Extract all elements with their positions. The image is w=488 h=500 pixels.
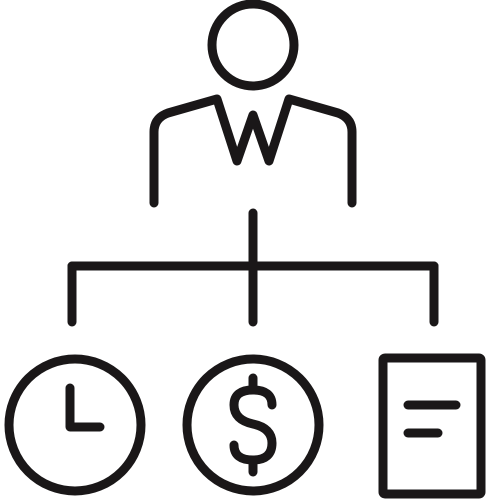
hierarchy-connectors	[67, 208, 439, 327]
coin-rim	[182, 354, 324, 496]
clock-icon	[4, 354, 146, 496]
document-icon	[378, 353, 486, 499]
clock-face	[4, 354, 146, 496]
dollar-s	[229, 385, 277, 465]
document-page	[378, 353, 486, 499]
dollar-coin-icon	[182, 354, 324, 496]
clock-hands	[65, 383, 105, 432]
person-body	[149, 94, 357, 208]
person-in-suit-icon	[149, 0, 357, 208]
person-head	[207, 0, 299, 91]
